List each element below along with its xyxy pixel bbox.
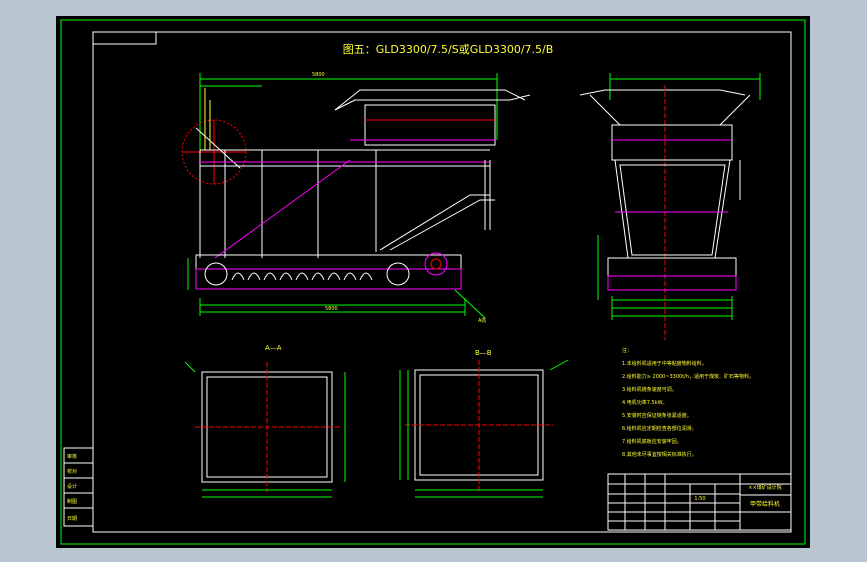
svg-text:5800: 5800 [325, 306, 338, 312]
notes-heading: 注： [622, 347, 632, 354]
section-b-label: B—B [475, 349, 492, 357]
section-b-view: B—B [399, 349, 569, 498]
company-name: ××煤矿设计院 [748, 484, 781, 491]
note-2: 2.给料能力≥ 2000~3300t/h，适用于煤炭、矿石等物料。 [622, 373, 754, 380]
note-7: 7.给料机底板应安装牢固。 [622, 438, 682, 445]
note-3: 3.给料机链条速度可调。 [622, 386, 677, 393]
side-elevation-view [579, 73, 761, 340]
note-8: 8.其他未尽事宜按相关标准执行。 [622, 451, 697, 458]
product-name: 甲带给料机 [750, 500, 780, 508]
section-a-label: A—A [265, 344, 282, 352]
left-stamp-table: 审核 校对 设计 制图 日期 [63, 447, 94, 527]
stamp-row-2: 校对 [67, 468, 77, 475]
main-elevation-view: 5800 [181, 72, 531, 324]
technical-notes: 注： 1.本给料机适用于中等粘度物料给料。 2.给料能力≥ 2000~3300t… [622, 347, 754, 458]
title-block [607, 473, 792, 531]
stamp-row-3: 设计 [67, 483, 77, 490]
svg-text:A向: A向 [478, 317, 486, 324]
section-a-view: A—A [184, 344, 346, 498]
drawing-frame [92, 31, 792, 533]
sheet-border [60, 19, 806, 545]
note-5: 5.安装时应保证链条张紧适度。 [622, 412, 692, 419]
note-1: 1.本给料机适用于中等粘度物料给料。 [622, 360, 707, 367]
stamp-row-4: 制图 [67, 498, 77, 505]
stamp-row-5: 日期 [67, 516, 77, 522]
model-space[interactable] [56, 16, 810, 548]
drawing-scale: 1:50 [694, 496, 705, 502]
frame-corner-box [92, 31, 157, 45]
note-6: 6.给料机应定期检查各部位润滑。 [622, 425, 697, 432]
stamp-row-1: 审核 [67, 453, 77, 460]
svg-text:5800: 5800 [312, 72, 325, 78]
note-4: 4.电机功率7.5kW。 [622, 399, 668, 406]
drawing-title: 图五：GLD3300/7.5/S或GLD3300/7.5/B [343, 43, 554, 56]
